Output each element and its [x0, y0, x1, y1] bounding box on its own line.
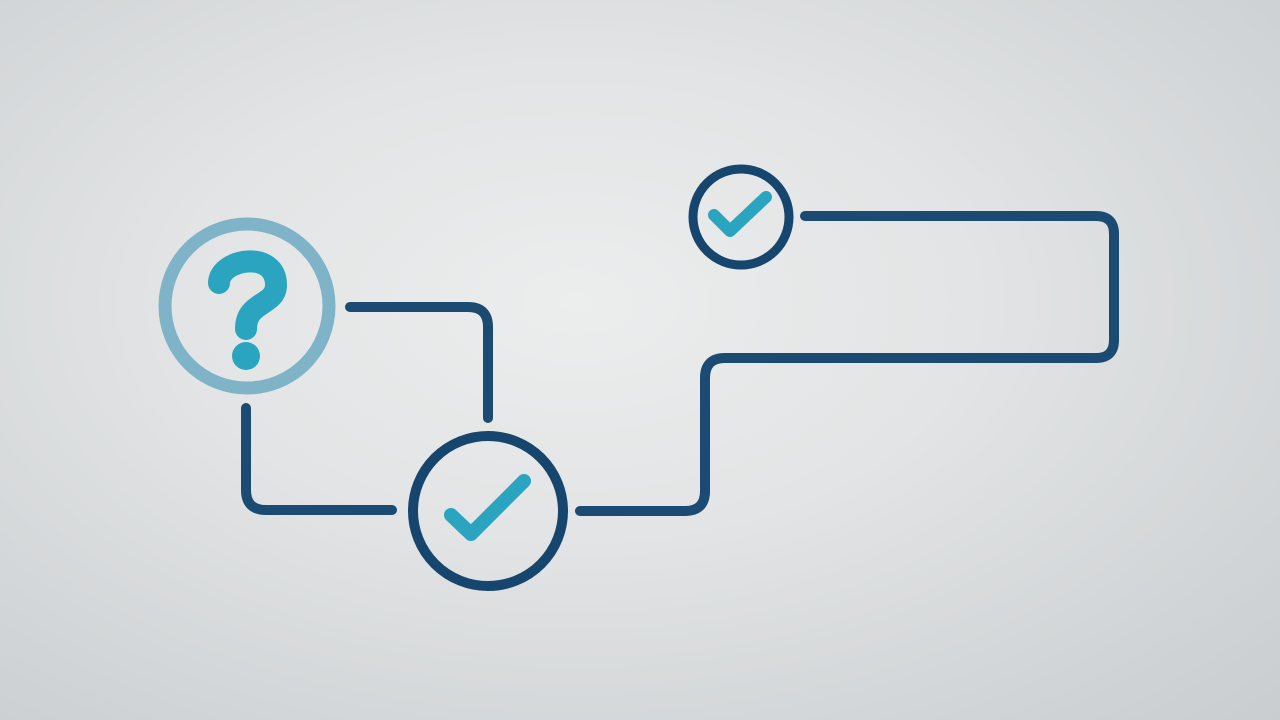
connector-question-to-check-top: [345, 302, 493, 423]
checkmark-icon: [708, 191, 772, 237]
connector-check-to-upper-check: [575, 211, 1119, 516]
connector-question-to-check-bottom: [241, 403, 397, 515]
check-node-main: [408, 431, 568, 591]
connector-paths: [241, 211, 1119, 516]
check-ring-upper: [688, 164, 794, 270]
question-mark-dot: [232, 342, 260, 370]
question-ring: [158, 217, 336, 395]
question-node: [158, 217, 336, 395]
check-node-upper: [688, 164, 794, 270]
check-ring-main: [408, 431, 568, 591]
question-mark-hook: [208, 250, 287, 340]
checkmark-icon: [444, 474, 531, 541]
question-mark-icon: [208, 250, 287, 370]
